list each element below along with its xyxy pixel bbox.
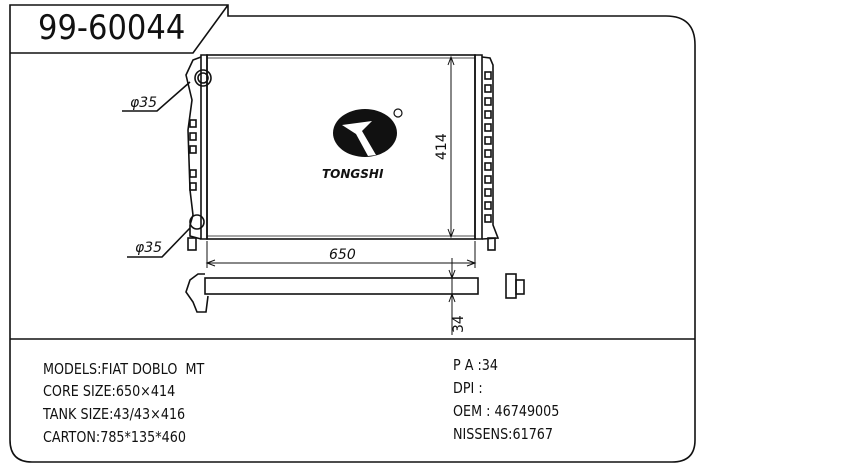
upper-inlet (194, 69, 212, 87)
dim-label-width: 650 (329, 247, 356, 263)
dim-label-phi-top: φ35 (130, 95, 157, 111)
dim-label-height: 414 (434, 133, 450, 160)
spec-core-size: CORE SIZE:650×414 (43, 382, 176, 400)
lower-outlet (189, 214, 205, 230)
part-number-title: 99-60044 (38, 8, 186, 48)
right-tank (474, 54, 483, 240)
spec-dpi: DPI : (453, 379, 483, 397)
leader-bottom (127, 227, 191, 258)
spec-oem: OEM : 46749005 (453, 402, 560, 420)
outer-frame (9, 4, 696, 463)
dim-label-thickness: 34 (451, 315, 467, 333)
dim-label-phi-bottom: φ35 (135, 240, 162, 256)
core-side-view (204, 277, 479, 295)
left-tank (200, 54, 208, 240)
spec-pa: P A :34 (453, 356, 499, 374)
spec-carton: CARTON:785*135*460 (43, 428, 186, 446)
spec-models: MODELS:FIAT DOBLO MT (43, 360, 205, 378)
svg-text:TONGSHI: TONGSHI (322, 167, 384, 181)
spec-tank-size: TANK SIZE:43/43×416 (43, 405, 186, 423)
leader-top (122, 81, 191, 112)
spec-nissens: NISSENS:61767 (453, 425, 554, 443)
tongshi-logo: TONGSHI (322, 108, 403, 181)
